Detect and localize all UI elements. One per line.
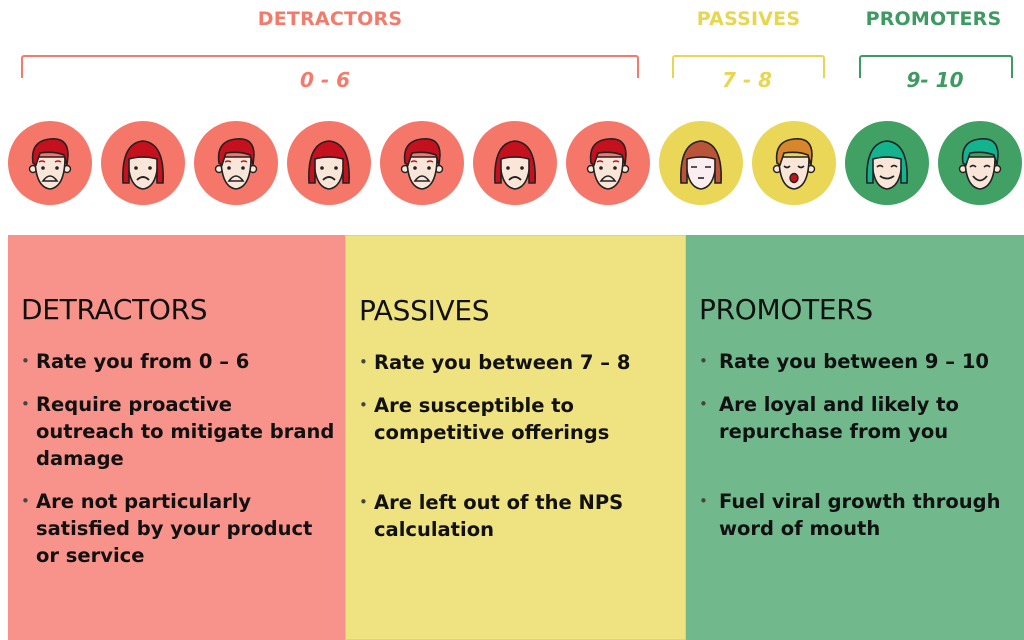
passives-bracket — [672, 55, 825, 78]
face-score-9-icon — [845, 121, 929, 205]
face-score-6-icon — [566, 121, 650, 205]
passives-panel: PASSIVES Rate you between 7 – 8 Are susc… — [345, 235, 686, 640]
happy-face-icon — [938, 121, 1022, 205]
detractors-bracket — [21, 55, 639, 78]
bullet: Rate you between 7 – 8 — [359, 349, 675, 376]
face-score-7-icon — [659, 121, 743, 205]
detractors-range: 0 - 6 — [299, 68, 351, 92]
promoters-range: 9- 10 — [906, 68, 964, 92]
bullet: Are left out of the NPS calculation — [359, 489, 675, 543]
bullet: Are susceptible to competitive offerings — [359, 392, 675, 446]
detractors-header: DETRACTORS — [257, 8, 403, 30]
shocked-face-icon — [194, 121, 278, 205]
face-score-5-icon — [473, 121, 557, 205]
bullet: Fuel viral growth through word of mouth — [699, 488, 1014, 542]
passives-header: PASSIVES — [696, 8, 801, 30]
face-score-10-icon — [938, 121, 1022, 205]
panel-title: PASSIVES — [359, 294, 490, 327]
sad-face-icon — [101, 121, 185, 205]
sad-face-icon — [473, 121, 557, 205]
shocked-face-icon — [566, 121, 650, 205]
face-score-0-icon — [8, 121, 92, 205]
bullet: Are not particularly satisfied by your p… — [21, 488, 336, 569]
shocked-face-icon — [8, 121, 92, 205]
yawn-face-icon — [752, 121, 836, 205]
face-score-4-icon — [380, 121, 464, 205]
happy-face-icon — [845, 121, 929, 205]
promoters-panel: PROMOTERS Rate you between 9 – 10 Are lo… — [686, 235, 1024, 640]
bullet: Are loyal and likely to repurchase from … — [699, 391, 1014, 445]
face-score-2-icon — [194, 121, 278, 205]
face-score-8-icon — [752, 121, 836, 205]
panel-title: PROMOTERS — [699, 293, 873, 326]
promoters-header: PROMOTERS — [865, 8, 1002, 30]
face-score-3-icon — [287, 121, 371, 205]
promoters-bracket — [859, 55, 1013, 78]
passives-range: 7 - 8 — [721, 68, 773, 92]
shocked-face-icon — [380, 121, 464, 205]
face-score-1-icon — [101, 121, 185, 205]
neutral-face-icon — [659, 121, 743, 205]
sad-face-icon — [287, 121, 371, 205]
bullet: Rate you between 9 – 10 — [699, 348, 1014, 375]
bullet: Rate you from 0 – 6 — [21, 348, 336, 375]
panel-title: DETRACTORS — [21, 293, 208, 326]
bullet: Require proactive outreach to mitigate b… — [21, 391, 336, 472]
detractors-panel: DETRACTORS Rate you from 0 – 6 Require p… — [8, 235, 346, 640]
